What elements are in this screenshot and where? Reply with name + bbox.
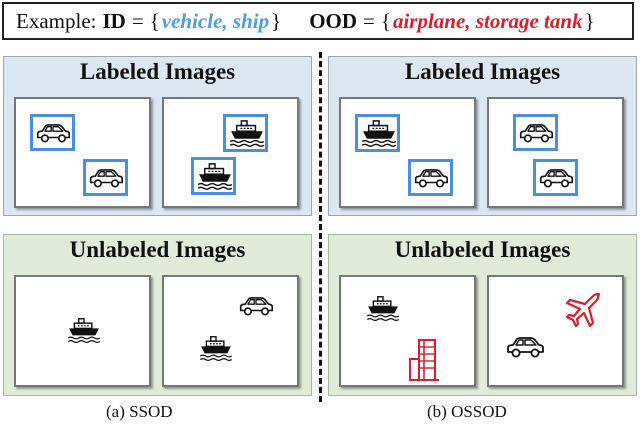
id-brace-open: { (149, 8, 160, 33)
ossod-unlabeled-title: Unlabeled Images (394, 237, 571, 262)
ship-icon (228, 119, 266, 149)
ssod-unlabeled-image-2 (162, 275, 299, 387)
ood-key: OOD (309, 8, 358, 33)
example-label: Example: (16, 8, 97, 33)
ssod-labeled-panel: Labeled Images (3, 56, 312, 216)
ssod-unlabeled-title: Unlabeled Images (69, 237, 246, 262)
ssod-labeled-image-2 (162, 97, 299, 208)
ossod-labeled-title: Labeled Images (404, 59, 561, 84)
ossod-unlabeled-image-1 (339, 275, 476, 387)
bounding-box (223, 114, 268, 152)
ossod-labeled-image-1 (339, 97, 476, 208)
bounding-box (30, 114, 75, 151)
ssod-unlabeled-panel: Unlabeled Images (3, 234, 312, 396)
ship-icon (66, 317, 102, 345)
ship-icon (198, 335, 234, 363)
ood-brace-close: } (584, 8, 595, 33)
storage-tank-icon (407, 337, 443, 383)
bounding-box (83, 159, 128, 196)
ship-icon (196, 162, 234, 192)
id-classes: vehicle, ship (161, 8, 270, 33)
bounding-box (191, 157, 236, 195)
ssod-labeled-title: Labeled Images (79, 59, 236, 84)
ood-brace-open: { (380, 8, 391, 33)
car-icon (88, 167, 124, 189)
ssod-unlabeled-image-1 (14, 275, 151, 387)
ossod-labeled-image-2 (487, 97, 624, 208)
airplane-icon (563, 291, 603, 331)
id-equals: = (131, 8, 144, 33)
ossod-unlabeled-image-2 (487, 275, 624, 387)
ship-icon (360, 119, 398, 149)
ossod-labeled-panel: Labeled Images (328, 56, 637, 216)
car-icon (518, 122, 554, 144)
dashed-divider (319, 52, 322, 402)
id-key: ID (102, 8, 126, 33)
car-icon (413, 167, 449, 189)
bounding-box (533, 159, 578, 196)
ssod-labeled-image-1 (14, 97, 151, 208)
bounding-box (513, 114, 558, 151)
car-icon (538, 167, 574, 189)
car-icon (505, 335, 545, 359)
bounding-box (355, 114, 400, 152)
ood-classes: airplane, storage tank (392, 8, 583, 33)
ship-icon (365, 295, 401, 323)
ood-equals: = (363, 8, 375, 33)
example-legend: Example: ID = { vehicle, ship } OOD = { … (2, 2, 634, 40)
car-icon (238, 295, 274, 317)
car-icon (35, 122, 71, 144)
caption-ssod: (a) SSOD (106, 402, 173, 421)
id-brace-close: } (271, 8, 282, 33)
ossod-unlabeled-panel: Unlabeled Images (328, 234, 637, 396)
caption-ossod: (b) OSSOD (427, 402, 507, 421)
bounding-box (408, 159, 453, 196)
